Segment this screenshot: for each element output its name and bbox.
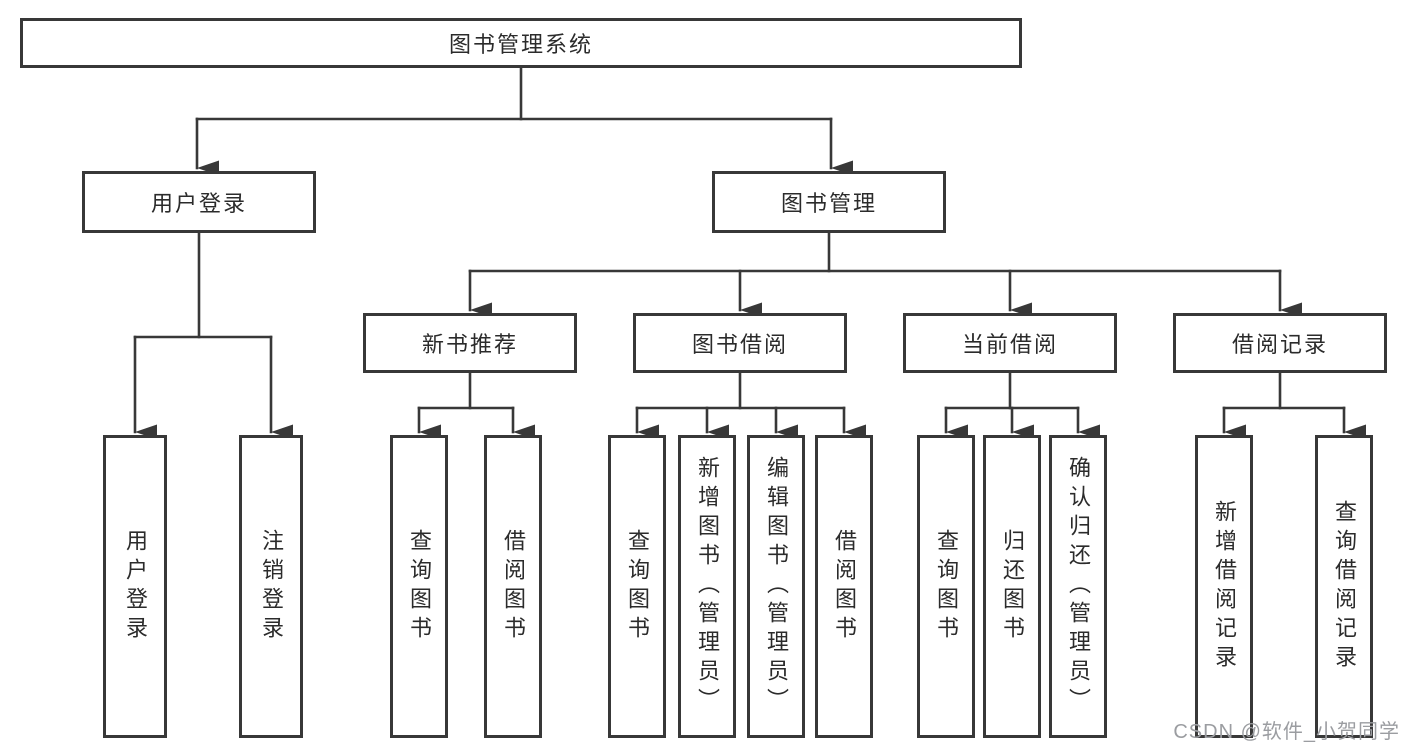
leaf-query-books-current: 查询图书 [917,435,975,738]
node-label: 图书管理 [780,191,877,216]
leaf-add-borrow-record: 新增借阅记录 [1195,435,1253,738]
leaf-label: 借阅图书 [832,528,857,645]
leaf-user-login: 用户登录 [103,435,167,738]
node-borrow-records: 借阅记录 [1173,313,1387,373]
leaf-label: 注销登录 [259,528,284,645]
leaf-add-book-admin: 新增图书（管理员） [678,435,736,738]
leaf-confirm-return-admin: 确认归还（管理员） [1049,435,1107,738]
leaf-query-books-recommend: 查询图书 [390,435,448,738]
leaf-label: 借阅图书 [501,528,526,645]
leaf-query-books-borrow: 查询图书 [608,435,666,738]
node-label: 借阅记录 [1231,332,1328,357]
leaf-borrow-books: 借阅图书 [815,435,873,738]
node-book-borrow: 图书借阅 [633,313,847,373]
node-user-login: 用户登录 [82,171,316,233]
leaf-borrow-books-recommend: 借阅图书 [484,435,542,738]
node-label: 新书推荐 [421,332,518,357]
node-book-management: 图书管理 [712,171,946,233]
leaf-logout: 注销登录 [239,435,303,738]
node-label: 图书管理系统 [448,32,593,57]
leaf-label: 编辑图书（管理员） [764,456,789,717]
leaf-label: 确认归还（管理员） [1066,456,1091,717]
leaf-edit-book-admin: 编辑图书（管理员） [747,435,805,738]
leaf-label: 新增图书（管理员） [695,456,720,717]
node-new-book-recommend: 新书推荐 [363,313,577,373]
leaf-label: 归还图书 [1000,528,1025,645]
node-current-borrow: 当前借阅 [903,313,1117,373]
leaf-label: 查询借阅记录 [1332,499,1357,674]
node-library-management-system: 图书管理系统 [20,18,1022,68]
node-label: 用户登录 [150,191,247,216]
node-label: 图书借阅 [691,332,788,357]
node-label: 当前借阅 [961,332,1058,357]
leaf-label: 查询图书 [407,528,432,645]
leaf-label: 新增借阅记录 [1212,499,1237,674]
csdn-watermark: CSDN @软件_小贺同学 [1173,721,1400,743]
leaf-label: 查询图书 [625,528,650,645]
leaf-label: 查询图书 [934,528,959,645]
leaf-query-borrow-record: 查询借阅记录 [1315,435,1373,738]
leaf-return-book: 归还图书 [983,435,1041,738]
leaf-label: 用户登录 [123,528,148,645]
